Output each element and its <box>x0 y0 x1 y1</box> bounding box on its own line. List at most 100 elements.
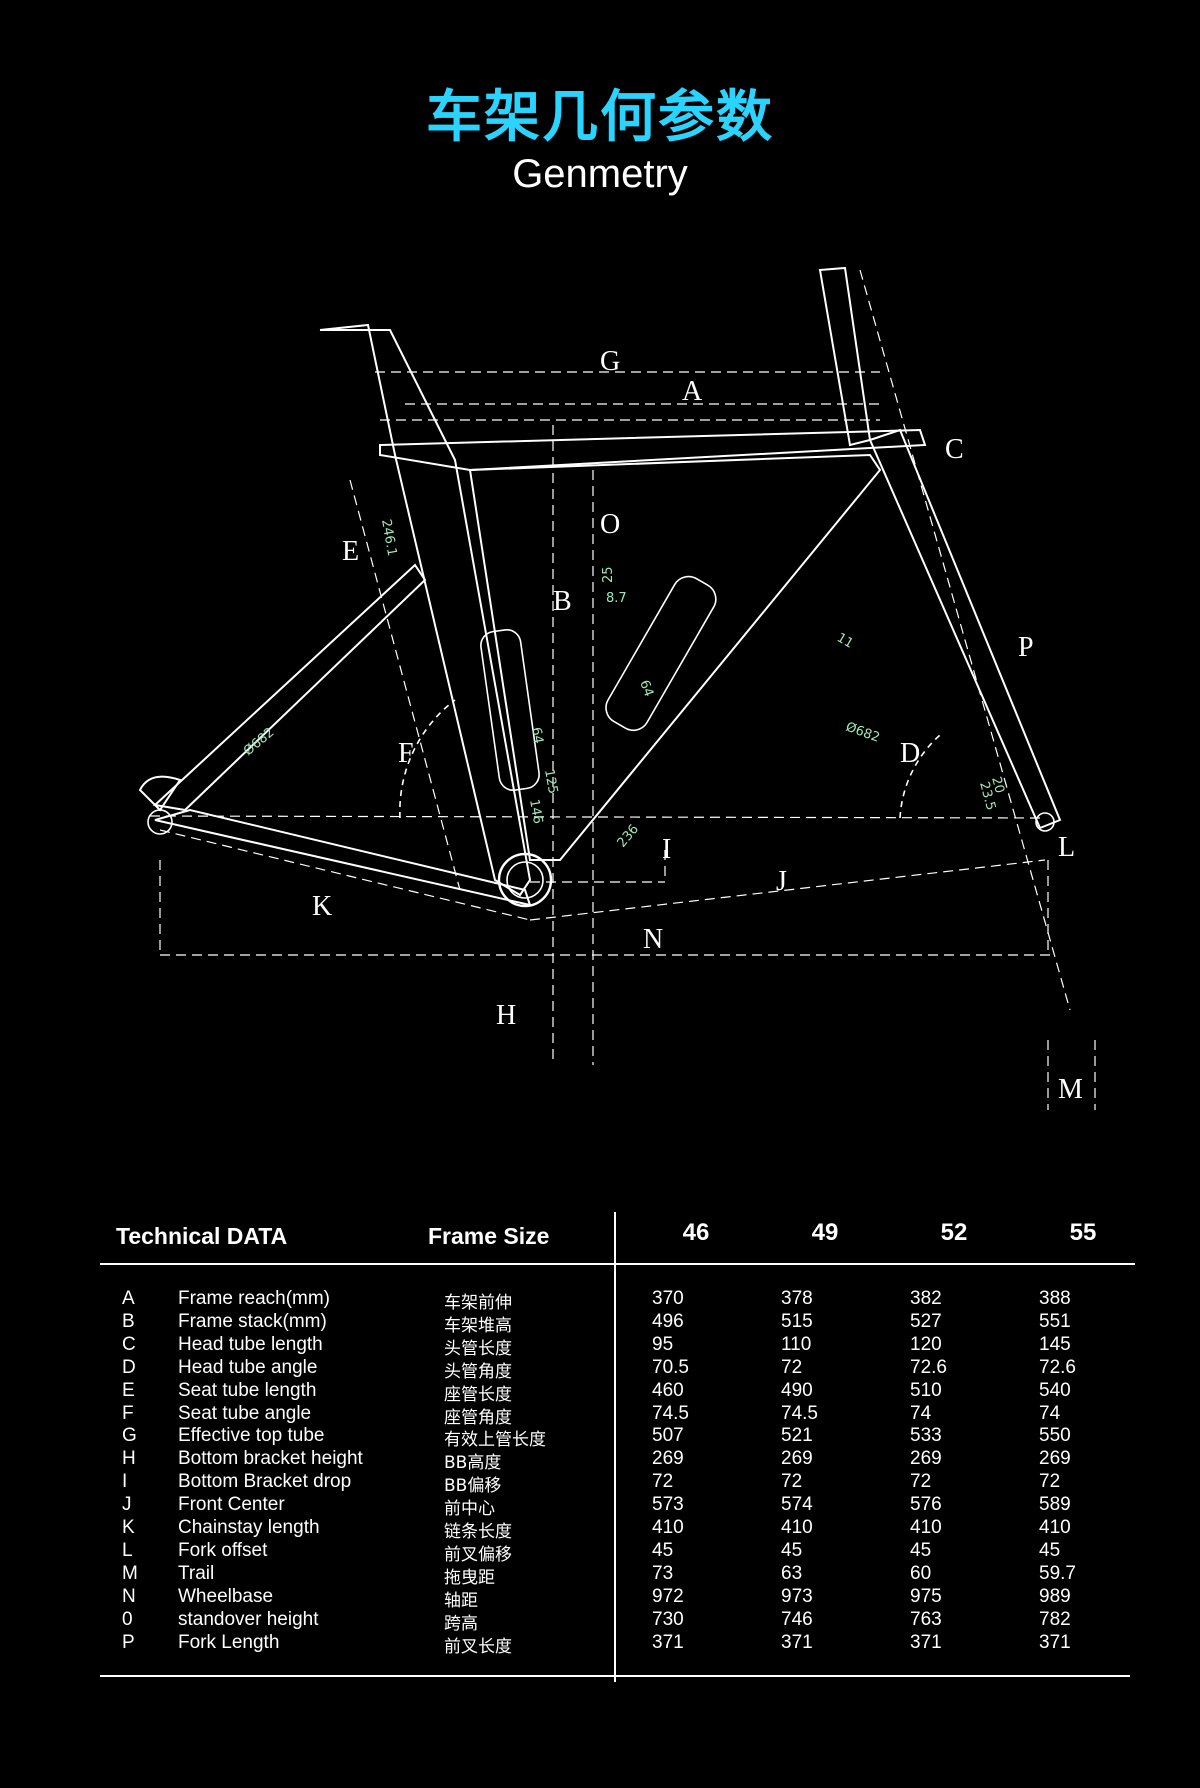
row-value-size-52: 975 <box>910 1585 942 1607</box>
row-label-cn: BB偏移 <box>444 1476 502 1497</box>
measure-236: 236 <box>615 822 642 851</box>
row-value-size-46: 371 <box>652 1631 684 1653</box>
row-letter: H <box>122 1448 136 1470</box>
row-value-size-52: 120 <box>910 1333 942 1355</box>
row-value-size-49: 973 <box>781 1585 813 1607</box>
row-value-size-55: 145 <box>1039 1333 1071 1355</box>
row-value-size-49: 746 <box>781 1608 813 1630</box>
row-label-cn: 链条长度 <box>444 1522 512 1542</box>
row-value-size-52: 45 <box>910 1539 932 1561</box>
row-label-en: Bottom bracket height <box>178 1448 363 1470</box>
row-label-en: Fork offset <box>178 1539 268 1561</box>
row-value-size-55: 45 <box>1039 1539 1061 1561</box>
row-value-size-49: 74.5 <box>781 1402 818 1424</box>
dim-label-p: P <box>1018 632 1034 663</box>
row-value-size-52: 60 <box>910 1562 932 1584</box>
seat-tube-bottle <box>480 629 540 791</box>
row-value-size-49: 378 <box>781 1288 813 1309</box>
dim-label-f: F <box>398 738 414 769</box>
row-label-cn: 座管长度 <box>444 1384 512 1405</box>
row-letter: E <box>122 1379 135 1401</box>
row-value-size-52: 382 <box>910 1288 942 1309</box>
dim-label-m: M <box>1058 1074 1083 1105</box>
row-label-cn: BB高度 <box>444 1453 502 1474</box>
row-label-cn: 头管角度 <box>444 1361 512 1382</box>
row-value-size-55: 551 <box>1039 1310 1071 1332</box>
dim-label-o: O <box>600 509 620 540</box>
row-letter: M <box>122 1562 138 1584</box>
row-value-size-55: 269 <box>1039 1448 1071 1470</box>
table-divider-header <box>100 1263 1135 1265</box>
dim-label-a: A <box>682 376 703 407</box>
row-value-size-52: 72.6 <box>910 1356 947 1378</box>
construction-lines <box>149 269 1096 1110</box>
row-letter: N <box>122 1585 136 1607</box>
row-label-cn: 轴距 <box>444 1590 478 1611</box>
dim-label-k: K <box>312 891 332 922</box>
row-value-size-52: 269 <box>910 1448 942 1470</box>
page-title-en: Genmetry <box>512 152 688 196</box>
row-value-size-49: 72 <box>781 1356 803 1378</box>
row-label-en: Trail <box>178 1562 215 1584</box>
measure-wheel-front: Ø682 <box>844 720 882 746</box>
row-value-size-46: 730 <box>652 1608 684 1630</box>
dim-label-c: C <box>945 434 964 465</box>
dim-label-g: G <box>600 346 620 377</box>
row-value-size-55: 72 <box>1039 1471 1061 1493</box>
row-label-cn: 车架前伸 <box>444 1293 512 1313</box>
row-value-size-49: 269 <box>781 1448 813 1470</box>
row-value-size-52: 510 <box>910 1379 942 1401</box>
row-value-size-55: 540 <box>1039 1379 1071 1401</box>
row-letter: F <box>122 1402 134 1424</box>
page-title-cn: 车架几何参数 <box>426 85 774 150</box>
frame-geometry-diagram: G A C O E B P F D I L J K N H M 246.1 25… <box>138 266 1096 1110</box>
row-label-en: Front Center <box>178 1494 285 1516</box>
row-letter: I <box>122 1471 128 1493</box>
row-value-size-49: 371 <box>781 1631 813 1653</box>
row-label-cn: 座管角度 <box>444 1407 512 1428</box>
row-value-size-52: 72 <box>910 1471 932 1493</box>
row-value-size-46: 370 <box>652 1288 684 1309</box>
measure-8-7: 8.7 <box>606 591 627 606</box>
row-value-size-46: 72 <box>652 1471 674 1493</box>
row-label-en: Effective top tube <box>178 1425 325 1447</box>
row-value-size-55: 388 <box>1039 1288 1071 1309</box>
dim-label-b: B <box>553 586 572 617</box>
row-value-size-49: 110 <box>781 1333 812 1355</box>
row-value-size-52: 576 <box>910 1494 942 1516</box>
row-label-cn: 前叉长度 <box>444 1636 512 1657</box>
row-letter: C <box>122 1333 136 1355</box>
table-header-technical: Technical DATA <box>116 1223 288 1249</box>
row-value-size-46: 972 <box>652 1585 684 1607</box>
row-value-size-55: 989 <box>1039 1585 1071 1607</box>
size-header-46: 46 <box>682 1219 710 1246</box>
row-value-size-55: 74 <box>1039 1402 1061 1424</box>
row-letter: 0 <box>122 1608 133 1630</box>
row-value-size-46: 269 <box>652 1448 684 1470</box>
row-label-en: Bottom Bracket drop <box>178 1471 352 1493</box>
dim-label-e: E <box>342 536 359 567</box>
row-letter: K <box>122 1517 135 1538</box>
row-value-size-46: 45 <box>652 1539 674 1561</box>
measure-25: 25 <box>601 566 616 583</box>
row-value-size-46: 410 <box>652 1517 684 1538</box>
dim-label-n: N <box>643 924 663 955</box>
row-label-en: Seat tube length <box>178 1379 317 1401</box>
row-value-size-52: 74 <box>910 1402 932 1424</box>
table-row: H Bottom bracket height BB高度 269 269 269 269 <box>100 1448 1135 1474</box>
row-value-size-55: 550 <box>1039 1425 1071 1447</box>
row-value-size-46: 573 <box>652 1494 684 1516</box>
row-value-size-52: 371 <box>910 1631 942 1653</box>
